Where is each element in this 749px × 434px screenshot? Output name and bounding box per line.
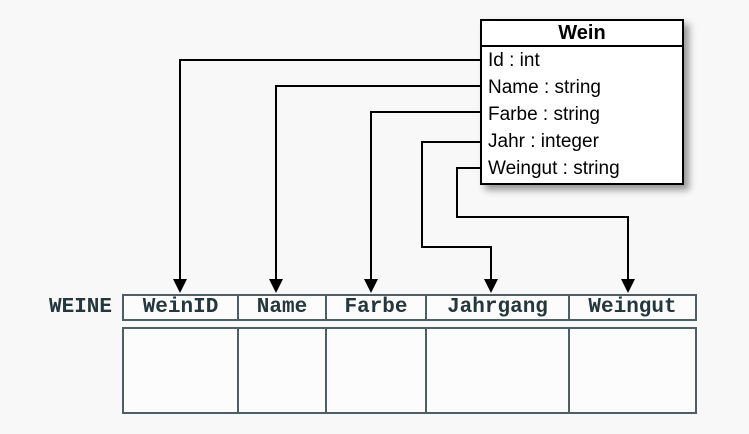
table-empty-row — [122, 327, 697, 414]
class-title: Wein — [482, 21, 682, 47]
column-header-jahrgang: Jahrgang — [427, 296, 570, 319]
class-attribute-name: Name : string — [488, 77, 601, 98]
column-header-farbe: Farbe — [327, 296, 427, 319]
class-attribute-jahr: Jahr : integer — [488, 131, 599, 152]
connector-name-to-name — [275, 85, 480, 281]
table-header-row: WeinID Name Farbe Jahrgang Weingut — [122, 294, 697, 321]
class-attribute-farbe: Farbe : string — [488, 104, 600, 125]
table-name-label: WEINE — [48, 296, 112, 319]
uml-class-wein: Wein Id : int Name : string Farbe : stri… — [480, 19, 684, 185]
connector-id-to-weinid — [179, 59, 480, 281]
column-header-weinid: WeinID — [124, 296, 239, 319]
arrowhead-jahrgang-icon — [484, 279, 498, 293]
empty-cell-weinid — [124, 329, 239, 412]
connector-jahr-to-jahrgang — [421, 141, 492, 281]
arrowhead-weinid-icon — [173, 279, 187, 293]
class-attribute-id: Id : int — [488, 50, 540, 71]
column-header-name: Name — [239, 296, 327, 319]
arrowhead-weingut-icon — [621, 279, 635, 293]
empty-cell-weingut — [570, 329, 695, 412]
connector-weingut-to-weingut — [456, 167, 629, 281]
empty-cell-jahrgang — [427, 329, 570, 412]
connector-farbe-to-farbe — [370, 111, 480, 281]
empty-cell-farbe — [327, 329, 427, 412]
arrowhead-name-icon — [269, 279, 283, 293]
class-attribute-weingut: Weingut : string — [488, 158, 620, 179]
arrowhead-farbe-icon — [364, 279, 378, 293]
column-header-weingut: Weingut — [588, 296, 677, 319]
empty-cell-name — [239, 329, 327, 412]
